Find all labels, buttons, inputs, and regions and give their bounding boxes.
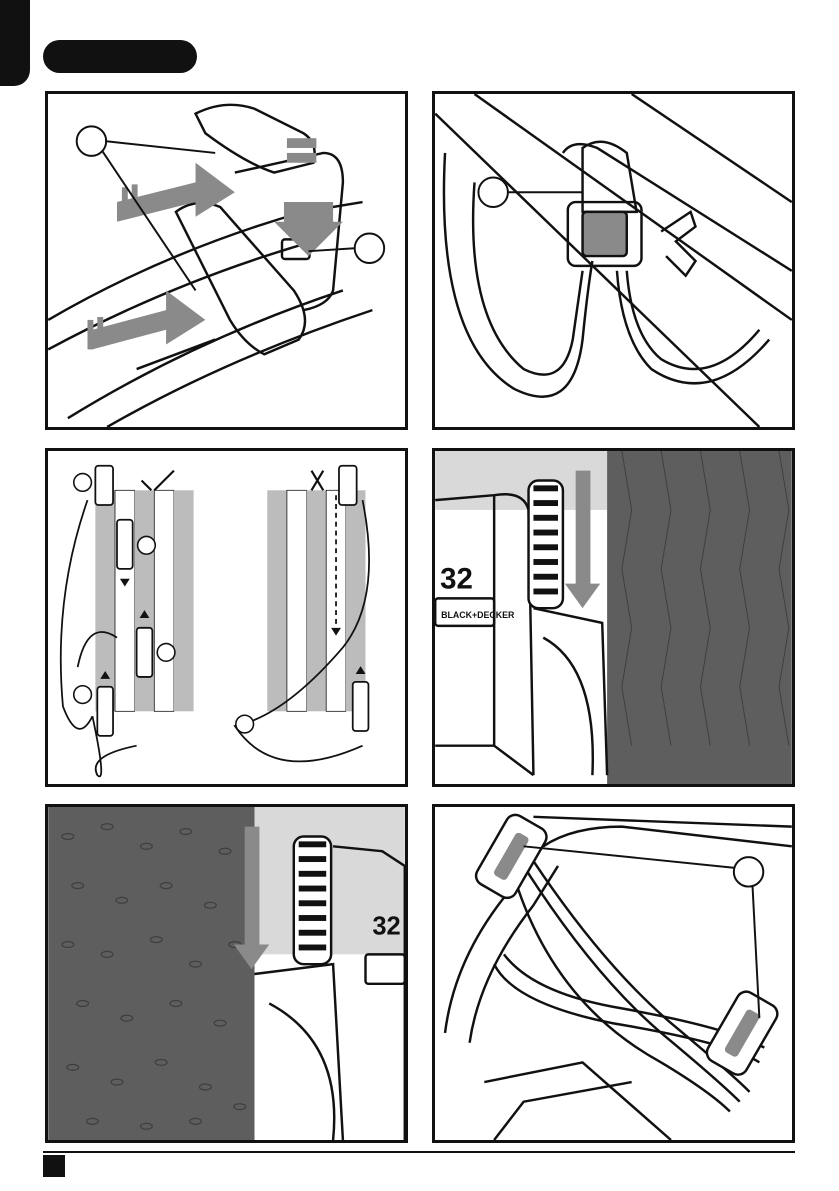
figure-1-handle-clips — [45, 91, 408, 430]
figure-5-edge-cutting-left: 32 — [45, 804, 408, 1143]
footer-rule — [43, 1151, 795, 1153]
figure-6-cable-storage — [432, 804, 795, 1143]
figure-1-drawing — [48, 94, 405, 427]
figure-6-drawing — [435, 807, 792, 1140]
figure-3-drawing — [48, 451, 405, 784]
language-tab — [0, 0, 30, 86]
figure-2-drawing — [435, 94, 792, 427]
size-label-32: 32 — [440, 563, 473, 596]
page-number-box — [43, 1155, 65, 1177]
brand-label-mirrored: BLACK+DECKER — [441, 610, 515, 620]
figure-3-mowing-pattern — [45, 448, 408, 787]
figure-5-drawing: 32 — [48, 807, 405, 1140]
figure-2-cable-clip — [432, 91, 795, 430]
figure-4-drawing: BLACK+DECKER 32 — [435, 451, 792, 784]
size-label-32-partial: 32 — [372, 913, 400, 941]
section-title-pill — [43, 40, 197, 73]
figure-4-edge-cutting-right: BLACK+DECKER 32 — [432, 448, 795, 787]
